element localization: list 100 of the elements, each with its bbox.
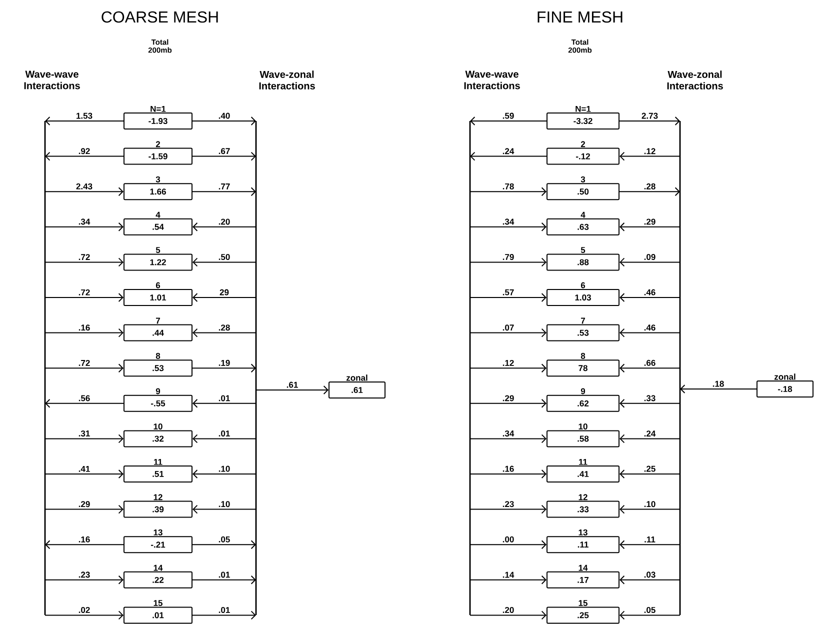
edge-label: .57: [502, 289, 514, 296]
value-box: .63 4: [546, 212, 620, 236]
value-box: 1.01 6: [124, 282, 192, 306]
edge-label: .34: [502, 430, 514, 436]
arrow: [470, 434, 547, 444]
value-box: .58 10: [546, 424, 620, 448]
edge-label: .34: [78, 218, 90, 225]
arrow: [192, 364, 256, 373]
arrow: [680, 384, 757, 394]
node-label: 9: [156, 388, 160, 394]
edge-label: .29: [78, 501, 90, 508]
value-box: .62 9: [546, 388, 620, 412]
arrow: [44, 258, 124, 267]
edge-label: .05: [218, 536, 230, 542]
arrow: [192, 116, 256, 126]
edge-label: .29: [502, 395, 514, 402]
arrow: [192, 398, 256, 408]
edge-label: .72: [78, 254, 90, 260]
edge-label: .24: [644, 430, 656, 436]
arrow: [620, 434, 680, 444]
node-label: 15: [154, 600, 162, 606]
node-label: 4: [156, 212, 160, 218]
value-box: -.12 2: [546, 141, 620, 165]
arrow: [44, 504, 124, 514]
node-label: 12: [154, 494, 162, 500]
node-label: 6: [580, 282, 586, 288]
edge-label: .28: [644, 183, 656, 190]
edge-label: .33: [644, 395, 656, 402]
edge-label: .92: [78, 148, 90, 154]
arrow: [192, 470, 256, 478]
edge-label: .16: [78, 536, 90, 542]
edge-label: .03: [644, 572, 656, 578]
edge-label: .00: [502, 536, 514, 542]
edge-label: .12: [502, 360, 514, 366]
edge-label: .10: [644, 501, 656, 508]
edge-label: .46: [644, 289, 656, 296]
node-label: N=1: [576, 106, 591, 112]
arrow: [256, 386, 328, 394]
value-box: .11 13: [546, 529, 620, 554]
arrow: [45, 116, 124, 126]
arrow: [192, 540, 256, 550]
arrow: [620, 152, 680, 161]
node-label: 3: [156, 176, 160, 182]
arrow: [470, 116, 547, 126]
arrow: [192, 258, 256, 267]
edge-label: .10: [218, 466, 230, 472]
edge-label: .66: [644, 360, 656, 366]
edge-label: .29: [644, 218, 656, 225]
arrow: [192, 434, 256, 444]
node-label: 13: [578, 529, 588, 536]
arrow: [45, 152, 124, 161]
edge-label: .01: [218, 572, 230, 578]
edge-label: .20: [502, 607, 514, 613]
node-label: 11: [154, 458, 162, 465]
arrow: [44, 187, 124, 196]
arrow: [619, 187, 680, 196]
edge-label: 1.53: [76, 112, 92, 119]
value-box: 1.22 5: [124, 247, 192, 271]
node-label: 7: [581, 318, 586, 324]
value-box: .32 10: [124, 424, 192, 448]
value-box: .88 5: [546, 247, 620, 271]
arrow: [620, 328, 680, 338]
edge-label: .79: [502, 254, 514, 260]
arrow: [470, 575, 547, 584]
edge-label: .20: [218, 218, 230, 225]
edge-label: .18: [712, 380, 724, 387]
node-label: 9: [580, 388, 586, 394]
node-label: 8: [580, 352, 586, 359]
value-box: -.21 13: [124, 529, 192, 554]
arrow: [620, 222, 680, 232]
node-label: 10: [154, 423, 162, 430]
node-label: 10: [578, 423, 588, 430]
edge-label: .56: [78, 395, 90, 402]
arrow: [620, 504, 680, 514]
edge-label: 2.73: [642, 112, 658, 119]
value-box: .25 15: [546, 600, 620, 624]
arrow: [44, 575, 124, 584]
edge-label: .01: [218, 607, 230, 613]
arrow: [620, 258, 680, 267]
value-box: .39 12: [124, 494, 192, 518]
edge-label: .72: [78, 289, 90, 296]
value-box: .50 3: [546, 176, 620, 200]
edge-label: 29: [220, 289, 229, 296]
interaction-line: [679, 121, 681, 615]
arrow: [470, 293, 547, 302]
node-label: 13: [154, 529, 162, 536]
node-label: 14: [154, 564, 163, 571]
edge-label: .50: [218, 254, 230, 260]
arrow: [470, 398, 547, 408]
edge-label: 2.43: [76, 183, 92, 190]
value-box: 1.03 6: [546, 282, 620, 306]
edge-label: .19: [218, 360, 230, 366]
edge-label: .31: [78, 430, 90, 436]
column-heading: Wave-zonal Interactions: [259, 70, 315, 90]
edge-label: .40: [218, 112, 230, 119]
value-box: .61 zonal: [328, 374, 386, 398]
value-box: 78 8: [546, 352, 620, 377]
value-box: .44 7: [124, 318, 192, 342]
column-heading: Wave-wave Interactions: [464, 70, 520, 90]
edge-label: .07: [502, 324, 514, 331]
